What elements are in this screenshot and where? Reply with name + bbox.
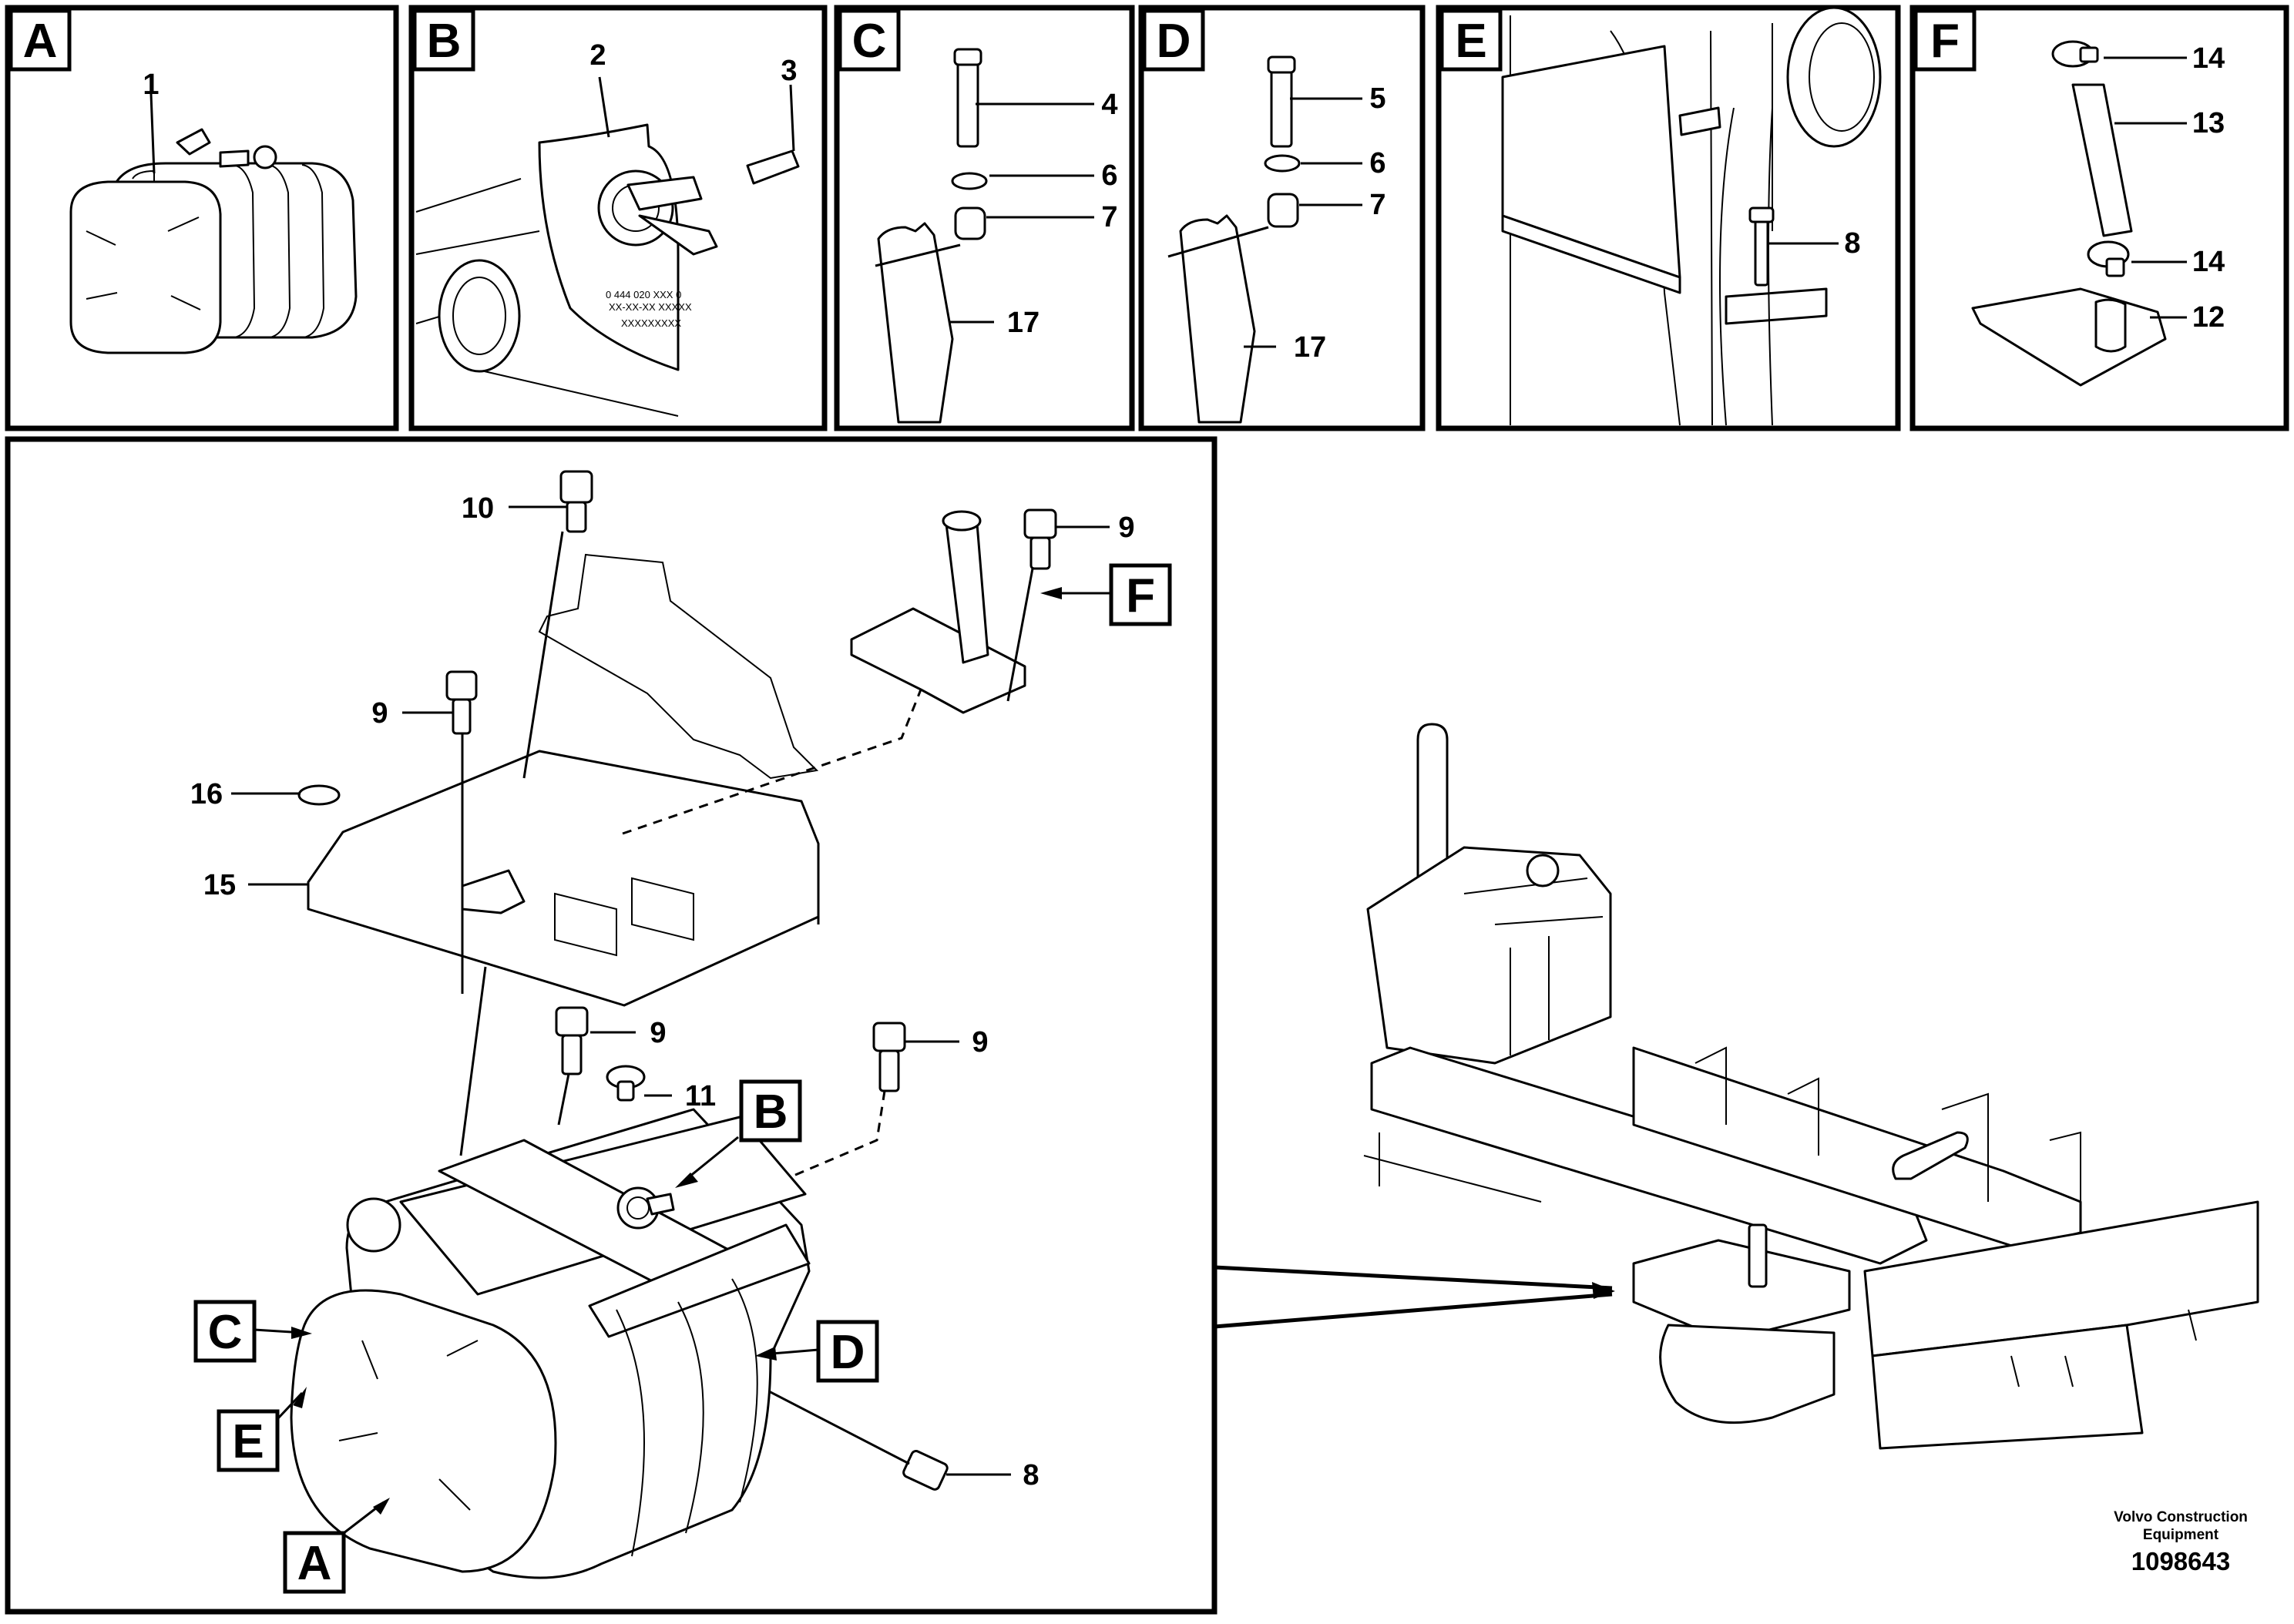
- part-label-13: 13: [2192, 107, 2225, 139]
- part-label-14a: 14: [2192, 42, 2225, 75]
- panel-e-letter: E: [1455, 15, 1486, 68]
- fuel-sender-icon: 0 444 020 XXX 0 XX-XX-XX XXXXX XXXXXXXXX: [415, 123, 800, 417]
- filler-bracket: [850, 607, 1026, 714]
- plug-16-icon: [297, 784, 341, 806]
- main-exploded-view: 10 9 9 16 15 9 11 9 8 F B C D E A: [5, 436, 1218, 1615]
- main-label-10: 10: [462, 492, 494, 525]
- panel-e-letter-box: [1439, 8, 1503, 72]
- panel-b: B 0 444 020 XXX 0 XX-XX-XX XXXXX XXXXXXX…: [408, 5, 828, 431]
- part-label-8e: 8: [1844, 227, 1860, 260]
- panel-a: A 1: [5, 5, 399, 431]
- credit-line-1: Volvo Construction: [2114, 1509, 2248, 1525]
- strap-bolt-icon: [1167, 55, 1301, 424]
- panel-c-letter-box: [838, 8, 901, 72]
- plate-text-2: XX-XX-XX XXXXX: [609, 301, 692, 313]
- callout-box-c: [193, 1300, 257, 1363]
- part-label-4: 4: [1101, 89, 1117, 121]
- credit-line-2: Equipment: [2143, 1527, 2219, 1543]
- part-label-2: 2: [589, 39, 606, 72]
- main-label-8: 8: [1023, 1459, 1039, 1491]
- bolt-9-left-icon: [445, 670, 478, 735]
- bolt-8-icon: [902, 1450, 949, 1491]
- panel-f-letter: F: [1930, 15, 1960, 68]
- main-label-9c: 9: [650, 1017, 666, 1049]
- locator-connector: [1214, 1265, 1613, 1329]
- main-label-9b: 9: [371, 697, 388, 730]
- callout-box-b: [739, 1079, 802, 1143]
- panel-c: C 4 6 7 17: [834, 5, 1135, 431]
- callout-box-d: [816, 1320, 879, 1383]
- part-label-7c: 7: [1101, 201, 1117, 233]
- bolt-9-right-icon: [872, 1022, 906, 1092]
- filler-tube-icon: [1971, 40, 2167, 387]
- part-label-17c: 17: [1007, 307, 1040, 339]
- panel-f-letter-box: [1913, 8, 1977, 72]
- panel-d-letter-box: [1142, 8, 1205, 72]
- main-label-11: 11: [685, 1080, 716, 1112]
- callout-box-e: [217, 1409, 280, 1472]
- bolt-10-icon: [559, 470, 593, 533]
- callout-a: A: [297, 1537, 332, 1590]
- counterweight: [1863, 1200, 2259, 1357]
- plate-text-1: 0 444 020 XXX 0: [606, 289, 681, 300]
- panel-b-letter: B: [427, 15, 462, 68]
- tank-location: [1632, 1239, 1851, 1342]
- bolt-9-mid-icon: [555, 1006, 589, 1075]
- plug-11-icon: [606, 1065, 646, 1102]
- callout-d: D: [831, 1326, 865, 1379]
- machine-overview: [1363, 723, 2259, 1450]
- panel-e: E 8: [1436, 5, 1901, 431]
- callout-f: F: [1126, 569, 1155, 622]
- part-label-6d: 6: [1369, 147, 1385, 180]
- doc-number: 1098643: [2131, 1547, 2230, 1575]
- part-label-3: 3: [781, 55, 797, 87]
- fuel-tank-icon: [69, 128, 358, 354]
- callout-box-a: [283, 1531, 346, 1594]
- panel-b-letter-box: [412, 8, 475, 72]
- shield-plate: [307, 750, 820, 1007]
- panel-c-letter: C: [852, 15, 887, 68]
- main-label-16: 16: [190, 778, 223, 810]
- panel-d: D 5 6 7 17: [1138, 5, 1426, 431]
- main-label-15: 15: [203, 869, 236, 901]
- main-label-9d: 9: [972, 1026, 988, 1059]
- strap-bolt-icon: [875, 48, 988, 424]
- panel-d-letter: D: [1157, 15, 1191, 68]
- exhaust-stack: [1416, 723, 1449, 895]
- callout-c: C: [208, 1306, 243, 1359]
- machine-frame: [1370, 1046, 1928, 1265]
- part-label-14b: 14: [2192, 246, 2225, 278]
- part-label-5: 5: [1369, 82, 1385, 115]
- callout-b: B: [754, 1085, 788, 1139]
- main-label-9a: 9: [1118, 512, 1134, 544]
- upper-bracket: [538, 553, 819, 780]
- panel-f: F 14 13 14 12: [1909, 5, 2289, 431]
- part-label-6c: 6: [1101, 159, 1117, 192]
- callout-box-f: [1109, 563, 1172, 626]
- panel-a-letter-box: [8, 8, 72, 72]
- panel-a-letter: A: [23, 15, 58, 68]
- plate-text-3: XXXXXXXXX: [621, 317, 681, 329]
- part-label-7d: 7: [1369, 189, 1385, 221]
- part-label-12: 12: [2192, 301, 2225, 334]
- main-tank-icon: [290, 1108, 811, 1579]
- callout-e: E: [232, 1415, 264, 1468]
- part-label-17d: 17: [1294, 331, 1326, 364]
- bracket-mount-icon: [1501, 6, 1882, 426]
- part-label-1: 1: [143, 69, 159, 101]
- bolt-9-top-icon: [1023, 508, 1057, 570]
